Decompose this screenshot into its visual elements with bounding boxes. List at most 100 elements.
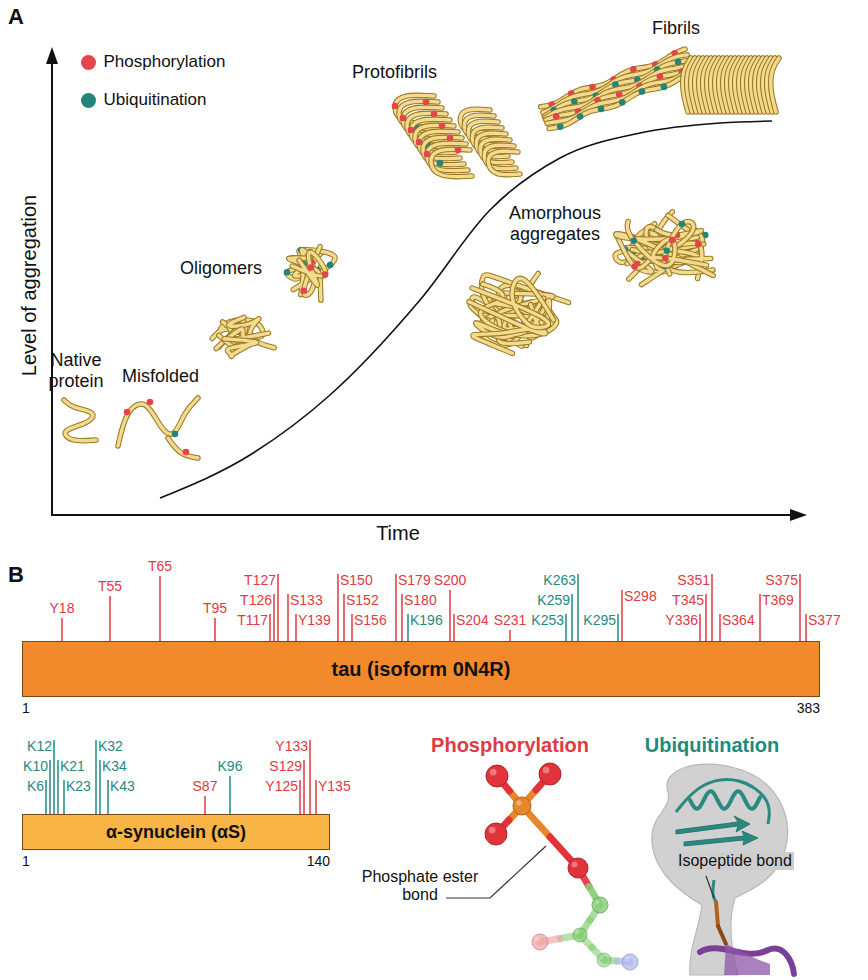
- native-protein: [64, 400, 96, 441]
- atom-highlight: [489, 827, 496, 834]
- leader-line: [706, 876, 714, 898]
- atom-highlight: [625, 957, 630, 962]
- sheet-ribbon: [684, 831, 758, 846]
- panel-letter: A: [8, 4, 24, 29]
- site-label: T345: [672, 592, 704, 608]
- stage-label: Oligomers: [180, 258, 262, 279]
- site-stem: [204, 796, 206, 814]
- panel-letter: B: [8, 562, 24, 587]
- site-label: Y139: [298, 612, 331, 628]
- modification-dot: [662, 255, 669, 262]
- modification-dot: [284, 269, 291, 276]
- modification-dot: [327, 262, 334, 269]
- atom-highlight: [490, 769, 497, 776]
- fibril-strand: [771, 58, 779, 112]
- residue-number: 140: [307, 853, 330, 869]
- misfolded-protein: [168, 438, 198, 458]
- site-label: S156: [354, 612, 387, 628]
- site-label: S377: [808, 612, 841, 628]
- modification-dot: [679, 221, 686, 228]
- site-stem: [621, 590, 623, 641]
- atom-highlight: [516, 800, 521, 805]
- site-label: Y18: [50, 600, 75, 616]
- axes: [46, 47, 807, 521]
- modification-dot: [439, 123, 446, 130]
- modification-dot: [437, 160, 444, 167]
- site-stem: [407, 614, 409, 641]
- site-stem: [159, 576, 161, 641]
- modification-dot: [431, 111, 438, 118]
- site-label: S375: [765, 572, 798, 588]
- site-label: K34: [102, 758, 127, 774]
- axis-arrowhead: [790, 509, 807, 521]
- site-label: T55: [98, 578, 122, 594]
- site-stem: [273, 594, 275, 641]
- legend-swatch: [81, 93, 96, 108]
- protein-strand: [472, 278, 553, 327]
- atom: [597, 953, 611, 967]
- site-stem: [107, 780, 109, 814]
- site-stem: [705, 594, 707, 641]
- fibril-strand: [549, 71, 693, 128]
- site-label: T127: [244, 572, 276, 588]
- atom-highlight: [543, 767, 550, 774]
- misfolded-protein: [118, 398, 198, 446]
- bond-stick: [550, 837, 578, 868]
- modification-dot: [183, 449, 190, 456]
- modification-dot: [631, 263, 638, 270]
- site-label: S204: [456, 612, 489, 628]
- protein-name: tau (isoform 0N4R): [332, 658, 511, 681]
- misfolded-protein: [118, 398, 198, 446]
- atom: [485, 823, 507, 845]
- site-stem: [343, 594, 345, 641]
- illustration: [64, 49, 794, 975]
- atom: [532, 934, 548, 950]
- fibril-strand: [546, 66, 692, 120]
- protein-strand: [472, 278, 553, 327]
- site-stem: [53, 740, 55, 814]
- site-label: S364: [722, 612, 755, 628]
- atom: [568, 858, 588, 878]
- modification-dot: [675, 59, 682, 66]
- fibril-strand: [546, 66, 692, 120]
- site-stem: [303, 760, 305, 814]
- atom: [592, 897, 608, 913]
- site-label: S129: [269, 758, 302, 774]
- fibril-strand: [549, 71, 693, 128]
- misfolded-protein: [168, 438, 198, 458]
- protein-strand: [292, 252, 325, 285]
- site-label: K295: [583, 612, 616, 628]
- site-stem: [309, 740, 311, 814]
- modification-dot: [639, 88, 646, 95]
- protein-strand: [627, 221, 706, 265]
- modification-dot: [172, 431, 179, 438]
- site-stem: [351, 614, 353, 641]
- site-label: K259: [537, 592, 570, 608]
- isopeptide-stick: [718, 926, 726, 944]
- site-label: K23: [66, 778, 91, 794]
- site-stem: [299, 780, 301, 814]
- protein-strand: [224, 339, 257, 357]
- site-stem: [395, 574, 397, 641]
- site-label: S351: [677, 572, 710, 588]
- protein-name: α-synuclein (αS): [106, 822, 246, 843]
- site-stem: [565, 614, 567, 641]
- site-label: Y135: [318, 778, 351, 794]
- site-stem: [577, 574, 579, 641]
- atom-highlight: [595, 900, 600, 905]
- site-label: K21: [60, 758, 85, 774]
- stage-label: Fibrils: [652, 18, 700, 39]
- sheet-ribbon: [676, 816, 750, 834]
- callout-label: Phosphate ester bond: [354, 868, 486, 905]
- modification-dot: [630, 238, 637, 245]
- modification-dot: [664, 247, 671, 254]
- site-label: Y125: [265, 778, 298, 794]
- site-label: S231: [494, 612, 527, 628]
- site-label: K32: [98, 738, 123, 754]
- site-label: T126: [240, 592, 272, 608]
- loop-ribbon: [676, 780, 769, 824]
- protofibril-strand: [488, 151, 520, 174]
- fibril-strand: [547, 67, 692, 123]
- site-label: K263: [543, 572, 576, 588]
- site-stem: [449, 590, 451, 641]
